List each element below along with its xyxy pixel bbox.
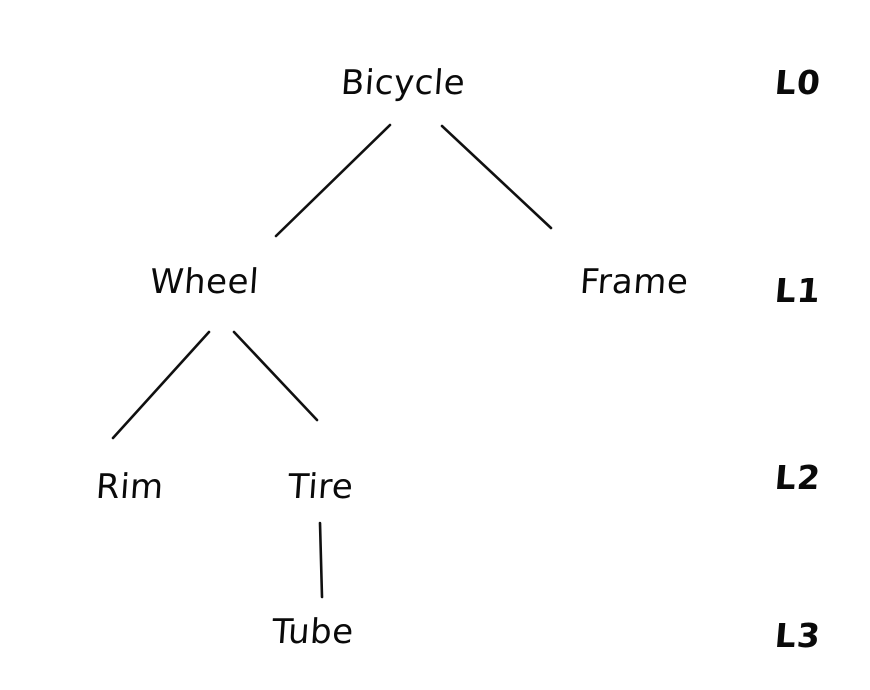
- level-label-l0: L0: [773, 63, 823, 102]
- node-bicycle[interactable]: Bicycle: [339, 63, 467, 103]
- edge-tire-to-tube: [318, 521, 324, 599]
- edge-bicycle-to-frame: [440, 124, 553, 230]
- node-frame[interactable]: Frame: [578, 262, 690, 302]
- level-label-l2: L2: [773, 458, 823, 497]
- edge-wheel-to-rim: [111, 330, 211, 440]
- node-rim[interactable]: Rim: [94, 467, 166, 507]
- node-tire[interactable]: Tire: [286, 467, 355, 507]
- edge-wheel-to-tire: [232, 330, 319, 422]
- edge-bicycle-to-wheel: [274, 123, 392, 238]
- node-tube[interactable]: Tube: [270, 612, 356, 652]
- level-label-l3: L3: [773, 616, 823, 655]
- level-label-l1: L1: [773, 271, 823, 310]
- node-wheel[interactable]: Wheel: [148, 262, 261, 302]
